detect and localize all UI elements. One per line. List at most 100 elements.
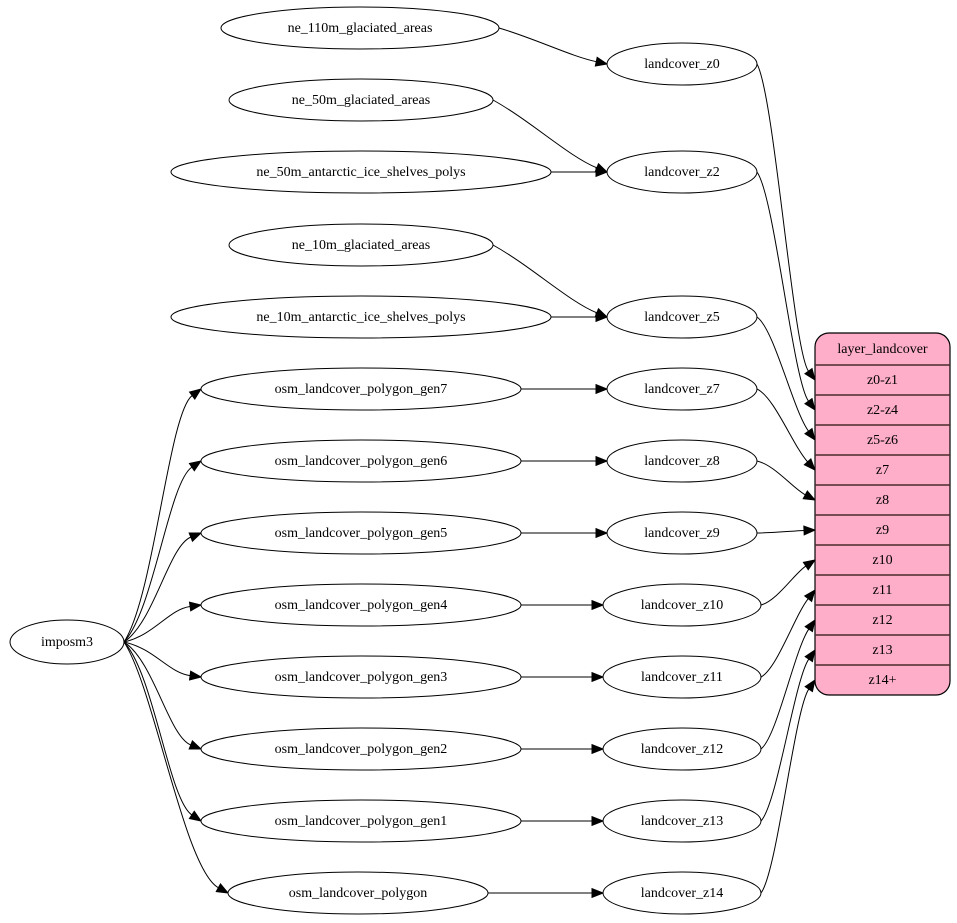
node-label-landcover_z2: landcover_z2 <box>644 165 719 180</box>
node-landcover_z5[interactable]: landcover_z5 <box>606 295 758 339</box>
edge <box>123 601 203 643</box>
node-osm_landcover_polygon_gen2[interactable]: osm_landcover_polygon_gen2 <box>200 727 522 771</box>
node-osm_landcover_polygon_gen1[interactable]: osm_landcover_polygon_gen1 <box>200 799 522 843</box>
edge <box>123 641 230 894</box>
node-osm_landcover_polygon_gen3[interactable]: osm_landcover_polygon_gen3 <box>200 655 522 699</box>
edge <box>521 455 609 467</box>
edge <box>498 27 609 67</box>
node-label-ne_50m_glaciated_areas: ne_50m_glaciated_areas <box>292 93 430 108</box>
edge <box>760 559 817 606</box>
layer-landcover-node[interactable]: layer_landcover z0-z1 z2-z4 z5-z6 z7 z8 z9 z10 z… <box>814 332 951 696</box>
table-header-label: layer_landcover <box>837 342 928 357</box>
node-ne_50m_glaciated_areas[interactable]: ne_50m_glaciated_areas <box>228 78 494 122</box>
node-label-ne_110m_glaciated_areas: ne_110m_glaciated_areas <box>288 21 433 36</box>
node-shape-osm_landcover_polygon <box>227 871 489 915</box>
node-label-osm_landcover_polygon_gen2: osm_landcover_polygon_gen2 <box>275 742 448 757</box>
node-osm_landcover_polygon_gen5[interactable]: osm_landcover_polygon_gen5 <box>200 511 522 555</box>
node-shape-landcover_z14 <box>602 871 762 915</box>
node-label-osm_landcover_polygon_gen3: osm_landcover_polygon_gen3 <box>275 670 448 685</box>
node-shape-osm_landcover_polygon_gen2 <box>200 727 522 771</box>
node-label-osm_landcover_polygon_gen4: osm_landcover_polygon_gen4 <box>275 598 448 613</box>
table-row-z7[interactable]: z7 <box>876 463 889 478</box>
node-ne_10m_antarctic_ice_shelves_polys[interactable]: ne_10m_antarctic_ice_shelves_polys <box>170 295 552 339</box>
node-label-osm_landcover_polygon_gen5: osm_landcover_polygon_gen5 <box>275 526 448 541</box>
table-row-z13[interactable]: z13 <box>872 643 892 658</box>
table-row-z5-z6[interactable]: z5-z6 <box>867 433 898 448</box>
node-landcover_z14[interactable]: landcover_z14 <box>602 871 762 915</box>
node-label-landcover_z9: landcover_z9 <box>644 526 719 541</box>
node-landcover_z13[interactable]: landcover_z13 <box>602 799 762 843</box>
edge <box>756 460 817 501</box>
table-row-z9[interactable]: z9 <box>876 523 889 538</box>
node-landcover_z10[interactable]: landcover_z10 <box>602 583 762 627</box>
edge <box>521 671 605 683</box>
edge <box>760 648 816 822</box>
node-landcover_z7[interactable]: landcover_z7 <box>606 367 758 411</box>
edge <box>123 641 203 822</box>
table-row-z10[interactable]: z10 <box>872 553 892 568</box>
node-osm_landcover_polygon_gen4[interactable]: osm_landcover_polygon_gen4 <box>200 583 522 627</box>
node-osm_landcover_polygon[interactable]: osm_landcover_polygon <box>227 871 489 915</box>
edge <box>521 743 605 755</box>
node-label-landcover_z13: landcover_z13 <box>641 814 723 829</box>
node-osm_landcover_polygon_gen7[interactable]: osm_landcover_polygon_gen7 <box>200 367 522 411</box>
node-ne_110m_glaciated_areas[interactable]: ne_110m_glaciated_areas <box>220 6 500 50</box>
table-row-z2-z4[interactable]: z2-z4 <box>867 403 898 418</box>
node-label-landcover_z12: landcover_z12 <box>641 742 723 757</box>
node-shape-osm_landcover_polygon_gen4 <box>200 583 522 627</box>
node-shape-landcover_z2 <box>606 150 758 194</box>
node-label-ne_10m_antarctic_ice_shelves_polys: ne_10m_antarctic_ice_shelves_polys <box>256 310 465 325</box>
node-landcover_z11[interactable]: landcover_z11 <box>602 655 762 699</box>
nodes-layer: ne_110m_glaciated_areas ne_50m_glaciated_… <box>9 6 762 915</box>
edge <box>551 166 609 178</box>
node-shape-landcover_z5 <box>606 295 758 339</box>
node-shape-ne_50m_antarctic_ice_shelves_polys <box>170 150 552 194</box>
node-label-osm_landcover_polygon_gen6: osm_landcover_polygon_gen6 <box>275 454 448 469</box>
node-landcover_z12[interactable]: landcover_z12 <box>602 727 762 771</box>
edge <box>760 678 816 894</box>
node-landcover_z9[interactable]: landcover_z9 <box>606 511 758 555</box>
edge <box>756 525 817 536</box>
table-row-z12[interactable]: z12 <box>872 613 892 628</box>
table-row-z8[interactable]: z8 <box>876 493 889 508</box>
node-ne_10m_glaciated_areas[interactable]: ne_10m_glaciated_areas <box>228 223 494 267</box>
node-shape-landcover_z12 <box>602 727 762 771</box>
node-label-landcover_z14: landcover_z14 <box>641 886 723 901</box>
node-label-landcover_z0: landcover_z0 <box>644 57 719 72</box>
edge <box>756 388 816 471</box>
edge <box>123 641 203 750</box>
node-shape-ne_110m_glaciated_areas <box>220 6 500 50</box>
node-label-osm_landcover_polygon_gen1: osm_landcover_polygon_gen1 <box>275 814 448 829</box>
node-shape-osm_landcover_polygon_gen7 <box>200 367 522 411</box>
node-ne_50m_antarctic_ice_shelves_polys[interactable]: ne_50m_antarctic_ice_shelves_polys <box>170 150 552 194</box>
node-landcover_z8[interactable]: landcover_z8 <box>606 439 758 483</box>
edges-layer <box>123 27 817 899</box>
node-imposm3[interactable]: imposm3 <box>9 619 125 665</box>
node-shape-ne_50m_glaciated_areas <box>228 78 494 122</box>
node-osm_landcover_polygon_gen6[interactable]: osm_landcover_polygon_gen6 <box>200 439 522 483</box>
edge <box>760 588 816 678</box>
edge <box>521 383 609 395</box>
node-shape-landcover_z8 <box>606 439 758 483</box>
node-shape-landcover_z7 <box>606 367 758 411</box>
edge <box>521 815 605 827</box>
node-shape-landcover_z13 <box>602 799 762 843</box>
node-shape-osm_landcover_polygon_gen6 <box>200 439 522 483</box>
edge <box>521 599 605 611</box>
table-row-z14+[interactable]: z14+ <box>868 673 896 688</box>
node-shape-landcover_z0 <box>606 42 758 86</box>
node-shape-osm_landcover_polygon_gen1 <box>200 799 522 843</box>
table-row-z0-z1[interactable]: z0-z1 <box>867 373 898 388</box>
edge <box>756 171 816 412</box>
node-label-ne_50m_antarctic_ice_shelves_polys: ne_50m_antarctic_ice_shelves_polys <box>256 165 465 180</box>
edge <box>760 618 816 750</box>
node-label-landcover_z7: landcover_z7 <box>644 382 719 397</box>
table-row-z11[interactable]: z11 <box>873 583 893 598</box>
edge <box>123 460 203 643</box>
node-landcover_z2[interactable]: landcover_z2 <box>606 150 758 194</box>
edge <box>756 63 816 382</box>
node-label-landcover_z10: landcover_z10 <box>641 598 723 613</box>
node-landcover_z0[interactable]: landcover_z0 <box>606 42 758 86</box>
node-shape-osm_landcover_polygon_gen5 <box>200 511 522 555</box>
